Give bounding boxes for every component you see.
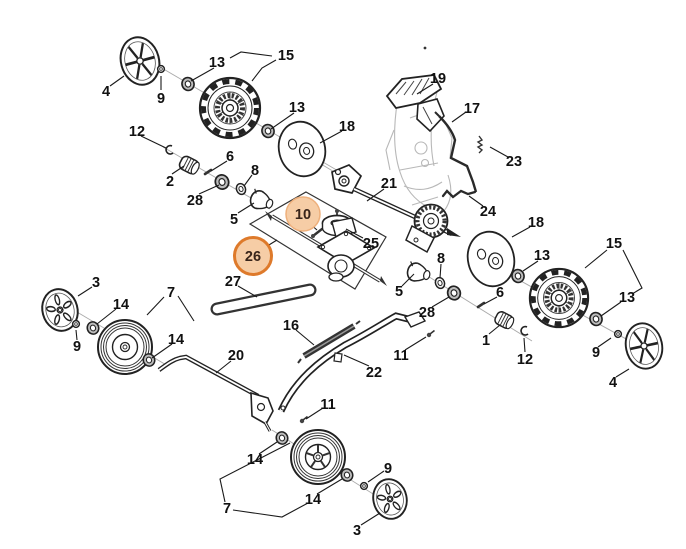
part-front-wheel-7-center	[290, 429, 346, 485]
part-label-6-b[interactable]: 6	[496, 285, 504, 301]
part-label-13-c[interactable]: 13	[534, 248, 550, 264]
part-label-10-highlighted[interactable]: 10	[295, 207, 311, 223]
part-label-2[interactable]: 2	[166, 174, 174, 190]
part-label-28-b[interactable]: 28	[419, 305, 435, 321]
part-rear-axle-21	[331, 164, 461, 254]
part-label-8-b[interactable]: 8	[437, 251, 445, 267]
part-spring-23	[476, 135, 484, 154]
part-bearing-28-left	[212, 172, 232, 192]
part-drive-wheel-15-left	[200, 78, 260, 138]
part-label-13-d[interactable]: 13	[619, 290, 635, 306]
part-label-12-a[interactable]: 12	[129, 124, 145, 140]
part-label-3-b[interactable]: 3	[353, 523, 361, 539]
part-dust-disc-18-right	[461, 225, 521, 293]
part-label-18-b[interactable]: 18	[528, 215, 544, 231]
part-label-6-a[interactable]: 6	[226, 149, 234, 165]
part-label-27[interactable]: 27	[225, 274, 241, 290]
part-label-18-a[interactable]: 18	[339, 119, 355, 135]
part-front-wheel-7-left	[97, 319, 153, 375]
part-dust-disc-18-left	[272, 115, 332, 183]
part-label-22[interactable]: 22	[366, 365, 382, 381]
part-bearing-13-left-inner	[259, 122, 277, 140]
part-hubcap-4-left	[114, 31, 166, 91]
part-label-3-a[interactable]: 3	[92, 275, 100, 291]
part-label-9[interactable]: 9	[157, 91, 165, 107]
part-label-15-b[interactable]: 15	[606, 236, 622, 252]
part-label-14-a[interactable]: 14	[113, 297, 129, 313]
part-label-14-d[interactable]: 14	[305, 492, 321, 508]
part-label-13-a[interactable]: 13	[209, 55, 225, 71]
part-bolt-9-front-left	[71, 319, 81, 329]
part-clip-12-right	[520, 325, 529, 336]
part-label-5-b[interactable]: 5	[395, 284, 403, 300]
part-pin-6-left	[203, 168, 213, 176]
part-label-26-highlighted[interactable]: 26	[245, 249, 261, 265]
part-gearbox-body	[316, 217, 376, 282]
part-bolt-9-front-center	[359, 481, 369, 491]
part-label-13-b[interactable]: 13	[289, 100, 305, 116]
part-label-15-a[interactable]: 15	[278, 48, 294, 64]
part-bearing-housing-5-left	[247, 187, 277, 215]
part-label-7-b[interactable]: 7	[223, 501, 231, 517]
part-front-axle-20	[157, 354, 274, 432]
part-label-17[interactable]: 17	[464, 101, 480, 117]
part-control-rod-17	[434, 111, 478, 193]
part-washer-8-right	[433, 275, 447, 291]
part-bearing-13-left-outer	[179, 75, 197, 93]
part-label-9-d[interactable]: 9	[384, 461, 392, 477]
part-label-4[interactable]: 4	[102, 84, 110, 100]
part-label-1[interactable]: 1	[482, 333, 490, 349]
part-label-14-b[interactable]: 14	[168, 332, 184, 348]
part-label-20[interactable]: 20	[228, 348, 244, 364]
part-pin-6-right	[476, 301, 486, 309]
part-label-11-b[interactable]: 11	[320, 397, 335, 413]
part-label-5-a[interactable]: 5	[230, 212, 238, 228]
part-handle-bracket-22	[277, 311, 427, 413]
part-label-11-a[interactable]: 11	[393, 348, 408, 364]
part-screw-10	[311, 227, 324, 238]
stray-dot	[423, 46, 427, 50]
part-bearing-28-right	[444, 283, 464, 303]
part-bearing-13-right-outer	[587, 310, 605, 328]
part-drive-belt-27	[210, 283, 317, 316]
part-bearing-housing-5-right	[404, 260, 433, 286]
part-label-28-a[interactable]: 28	[187, 193, 203, 209]
part-label-16[interactable]: 16	[283, 318, 299, 334]
part-hubcap-4-right	[620, 318, 668, 374]
part-label-19[interactable]: 19	[430, 71, 446, 87]
part-scraper-bar-16	[297, 320, 361, 364]
part-drive-wheel-15-right	[530, 269, 588, 327]
part-gearbox-outline-26	[248, 191, 387, 290]
part-guard-flap-19	[385, 74, 445, 133]
part-screw-11-right	[425, 329, 436, 339]
part-bolt-9-left	[156, 64, 166, 74]
part-label-4-b[interactable]: 4	[609, 375, 617, 391]
part-screw-11-left	[298, 415, 309, 425]
part-label-14-c[interactable]: 14	[247, 452, 263, 468]
part-label-25[interactable]: 25	[363, 236, 379, 252]
part-number-labels: 4 9 13 15 13 18 12 2 6 28 8 5 10 26 25 2…	[73, 48, 635, 539]
part-label-21[interactable]: 21	[381, 176, 397, 192]
leader-lines	[75, 51, 643, 526]
highlighted-part-badge-10[interactable]	[285, 196, 321, 232]
part-label-23[interactable]: 23	[506, 154, 522, 170]
part-label-9-b[interactable]: 9	[592, 345, 600, 361]
part-label-24[interactable]: 24	[480, 204, 496, 220]
part-label-7-a[interactable]: 7	[167, 285, 175, 301]
part-label-9-c[interactable]: 9	[73, 339, 81, 355]
part-link-rod-24	[441, 189, 477, 199]
part-label-12-b[interactable]: 12	[517, 352, 533, 368]
part-label-8-a[interactable]: 8	[251, 163, 259, 179]
highlighted-part-badge-26[interactable]	[233, 236, 273, 276]
part-bolt-9-right	[613, 329, 623, 339]
